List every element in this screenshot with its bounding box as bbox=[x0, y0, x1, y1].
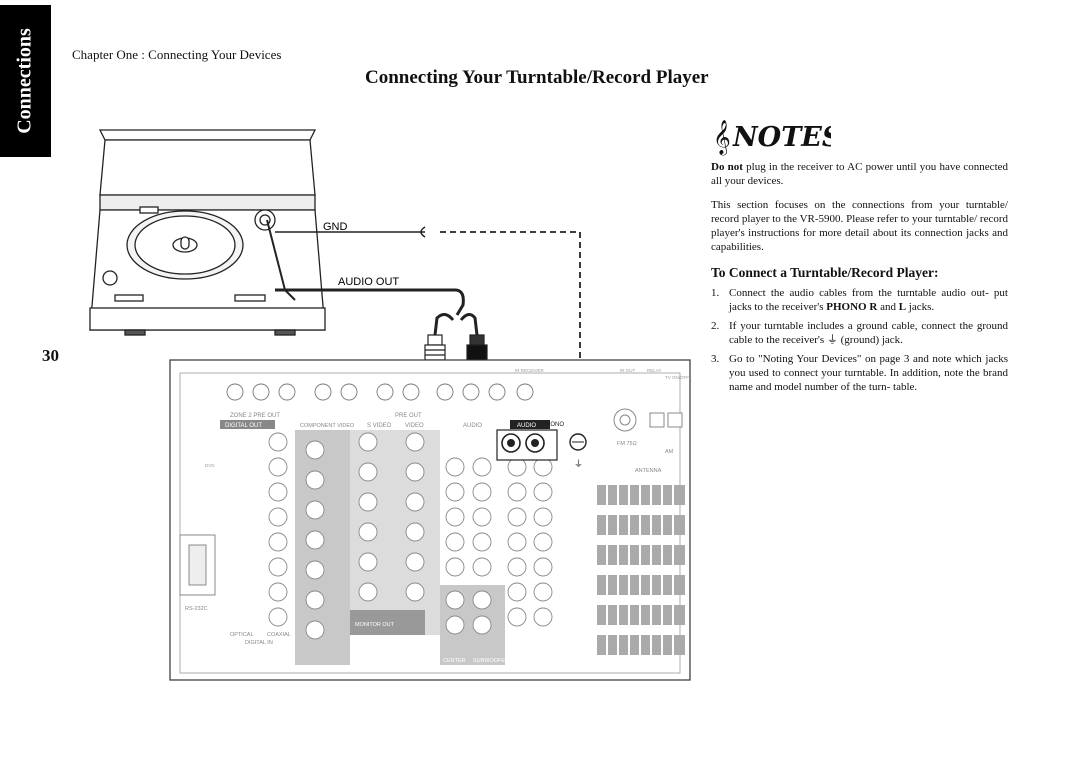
ir-out-label: IR OUT bbox=[620, 368, 636, 373]
turntable-illustration bbox=[89, 129, 326, 336]
page-number: 30 bbox=[42, 346, 59, 365]
ground-symbol: ⏚ bbox=[574, 459, 583, 469]
component-video-label: COMPONENT VIDEO bbox=[300, 423, 355, 429]
ground-icon: ⏚ bbox=[826, 334, 838, 346]
step-3: 3. Go to "Noting Your Devices" on page 3… bbox=[711, 352, 1008, 394]
step-1-text: Connect the audio cables from the turnta… bbox=[729, 287, 1008, 313]
am-label: AM bbox=[665, 449, 674, 455]
section-tab: Connections bbox=[0, 5, 51, 157]
page-title: Connecting Your Turntable/Record Player bbox=[365, 67, 709, 88]
step-3-number: 3. bbox=[711, 353, 720, 365]
notes-logo-text: NOTES bbox=[732, 122, 831, 153]
audio-label: AUDIO bbox=[463, 423, 482, 429]
steps-list: 1. Connect the audio cables from the tur… bbox=[711, 286, 1008, 399]
section-tab-label: Connections bbox=[13, 28, 36, 134]
note-1: Do not plug in the receiver to AC power … bbox=[711, 160, 1008, 188]
step-1: 1. Connect the audio cables from the tur… bbox=[711, 286, 1008, 314]
receiver-rear-panel: ZONE 2 PRE OUT PRE OUT DIGITAL OUT COMPO… bbox=[169, 359, 691, 681]
chapter-heading: Chapter One : Connecting Your Devices bbox=[72, 47, 282, 62]
pre-out-label: PRE OUT bbox=[395, 413, 422, 419]
step-3-text: Go to "Noting Your Devices" on page 3 an… bbox=[729, 353, 1008, 393]
relay-label: RELAY bbox=[647, 368, 661, 373]
tv-on-off-label: TV ON/OFF bbox=[665, 375, 689, 380]
step-2-text: If your turntable includes a ground cabl… bbox=[729, 320, 1008, 346]
note-1-bold: Do not bbox=[711, 161, 743, 173]
ir-receiver-label: IR RECEIVER bbox=[515, 368, 545, 373]
s-video-label: S VIDEO bbox=[367, 423, 392, 429]
optical-label: OPTICAL bbox=[230, 632, 254, 638]
dvd-label: DVD bbox=[205, 463, 215, 468]
notes-logo: 𝄞 NOTES bbox=[713, 120, 831, 156]
audio-out-label: AUDIO OUT bbox=[338, 276, 399, 288]
step-2: 2. If your turntable includes a ground c… bbox=[711, 319, 1008, 347]
gnd-label: GND bbox=[323, 221, 348, 233]
digital-out-label: DIGITAL OUT bbox=[225, 423, 262, 429]
notes-text: Do not plug in the receiver to AC power … bbox=[711, 160, 1008, 264]
note-1-rest: plug in the receiver to AC power until y… bbox=[711, 161, 1009, 187]
step-2-number: 2. bbox=[711, 320, 720, 332]
digital-in-label: DIGITAL IN bbox=[245, 640, 273, 646]
note-2: This section focuses on the connections … bbox=[711, 199, 1008, 253]
coaxial-label: COAXIAL bbox=[267, 632, 291, 638]
video-label: VIDEO bbox=[405, 423, 424, 429]
monitor-out-label: MONITOR OUT bbox=[355, 622, 395, 628]
section-heading: To Connect a Turntable/Record Player: bbox=[711, 265, 939, 280]
turntable-connection-diagram: GND AUDIO OUT ZONE 2 PRE OUT bbox=[89, 129, 691, 681]
treble-clef-icon: 𝄞 bbox=[713, 120, 731, 156]
antenna-label: ANTENNA bbox=[635, 468, 662, 474]
phono-label: PHONO bbox=[542, 422, 564, 428]
rs232-label: RS-232C bbox=[185, 606, 208, 612]
step-1-number: 1. bbox=[711, 287, 720, 299]
fm-label: FM 75Ω bbox=[617, 441, 637, 447]
center-label: CENTER bbox=[443, 658, 466, 664]
zone2-pre-out-label: ZONE 2 PRE OUT bbox=[230, 413, 280, 419]
subwoofer-label: SUBWOOFER bbox=[473, 658, 509, 664]
phono-audio-label: AUDIO bbox=[517, 423, 536, 429]
